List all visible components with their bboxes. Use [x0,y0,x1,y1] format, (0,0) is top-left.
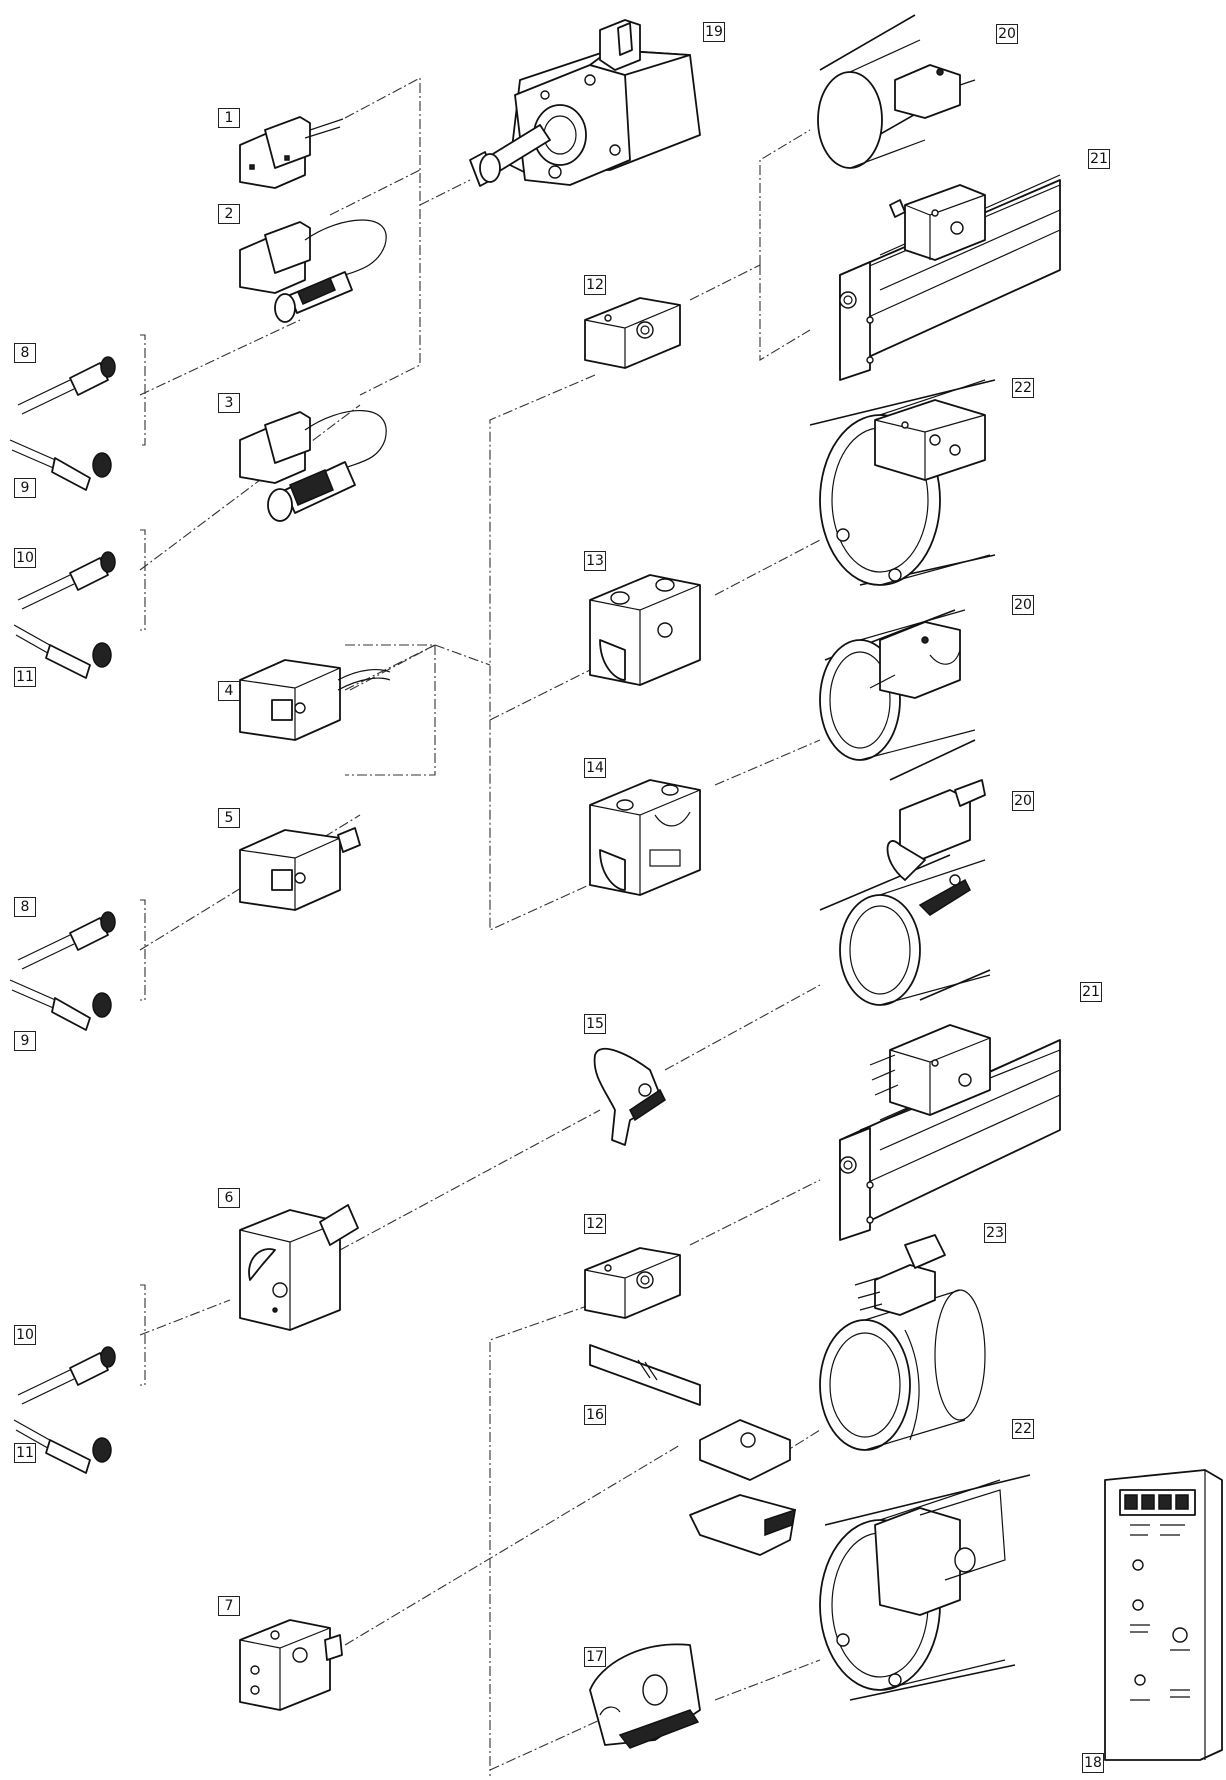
label-7: 7 [218,1596,240,1616]
tube-20-lower [819,779,991,1006]
label-18: 18 [1082,1753,1104,1773]
label-11-lower: 11 [14,1443,36,1463]
label-4: 4 [218,681,240,701]
label-13: 13 [584,551,606,571]
label-6: 6 [218,1188,240,1208]
tube-22-bottom [819,1474,1031,1701]
sensor-7 [239,1619,343,1711]
mounting-17 [589,1643,701,1749]
tube-22-top [809,379,996,586]
label-10-upper: 10 [14,548,36,568]
label-20-lower: 20 [1012,791,1034,811]
tube-20-middle [819,609,976,781]
cylinder-19 [469,19,701,187]
socket-cables-upper [9,356,116,679]
label-10-lower: 10 [14,1325,36,1345]
label-14: 14 [584,758,606,778]
clamp-12-lower [584,1247,681,1319]
lever-15 [593,1047,666,1146]
mounting-14 [589,779,701,896]
label-5: 5 [218,808,240,828]
label-1: 1 [218,108,240,128]
label-2: 2 [218,204,240,224]
label-11-upper: 11 [14,667,36,687]
label-12-lower: 12 [584,1214,606,1234]
sensor-5 [239,827,361,911]
label-16: 16 [584,1405,606,1425]
label-21-top: 21 [1088,149,1110,169]
label-22-bottom: 22 [1012,1419,1034,1439]
control-box-18 [1104,1469,1223,1761]
label-20-middle: 20 [1012,595,1034,615]
label-9-upper: 9 [14,478,36,498]
clamp-12-upper [584,297,681,369]
label-8-upper: 8 [14,343,36,363]
socket-cables-lower [9,911,116,1474]
leader-lines [139,77,821,1776]
profile-21-lower [839,1024,1061,1241]
sensor-3 [239,410,387,522]
tube-20-top [817,14,976,169]
sensor-4 [239,659,391,741]
sensor-6 [239,1204,359,1331]
label-19: 19 [703,22,725,42]
label-17: 17 [584,1647,606,1667]
label-23: 23 [984,1223,1006,1243]
label-3: 3 [218,393,240,413]
label-15: 15 [584,1014,606,1034]
label-22-top: 22 [1012,378,1034,398]
profile-21-top [839,174,1061,381]
label-20-top: 20 [996,24,1018,44]
sensor-1 [239,116,344,189]
strap-16 [589,1344,796,1556]
label-9-lower: 9 [14,1031,36,1051]
tube-23 [819,1234,986,1451]
sensor-2 [239,219,387,323]
label-21-lower: 21 [1080,982,1102,1002]
mounting-13 [589,574,701,686]
label-12-upper: 12 [584,275,606,295]
label-8-lower: 8 [14,897,36,917]
